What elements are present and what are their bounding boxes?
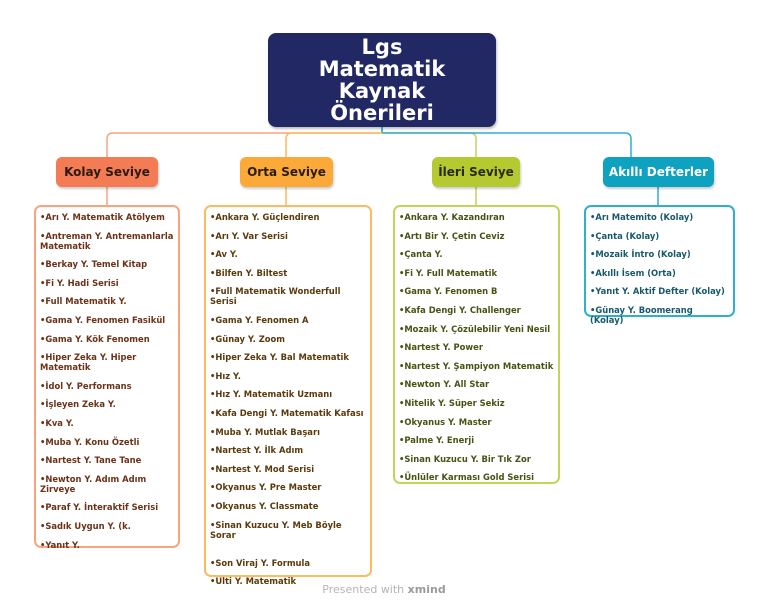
list-item[interactable]: •Newton Y. Adım Adım Zirveye (40, 473, 147, 494)
list-item[interactable]: •Kafa Dengi Y. Challenger (399, 304, 521, 315)
list-item[interactable]: •Yanıt Y. Aktif Defter (Kolay) (590, 286, 725, 297)
branch-kolay-seviye[interactable]: Kolay Seviye (56, 157, 158, 187)
branch-label: Kolay Seviye (64, 165, 150, 179)
footer-text: Presented with (322, 583, 405, 596)
list-item[interactable]: •Gama Y. Fenomen Fasikül (40, 314, 166, 325)
list-item[interactable]: •Palme Y. Enerji (399, 435, 475, 446)
list-item[interactable]: •Full Matematik Wonderfull Serisi (210, 286, 341, 307)
branch-label: Akıllı Defterler (608, 165, 709, 179)
list-item[interactable]: •Arı Y. Var Serisi (210, 230, 288, 241)
branch-orta-seviye[interactable]: Orta Seviye (240, 157, 333, 187)
list-item[interactable]: •Av Y. (210, 249, 238, 260)
kolay-seviye-list[interactable]: •Arı Y. Matematik Atölyem •Antreman Y. An… (34, 205, 180, 550)
list-item[interactable]: •Okyanus Y. Classmate (210, 500, 319, 511)
footer: Presented with xmind (0, 583, 768, 596)
list-item[interactable]: •Hiper Zeka Y. Hiper Matematik (40, 352, 137, 373)
list-item[interactable]: •Nartest Y. Tane Tane (40, 455, 142, 466)
xmind-logo: xmind (407, 583, 446, 596)
list-item[interactable]: •Hız Y. (210, 370, 241, 381)
list-item[interactable]: •Sinan Kuzucu Y. Bir Tık Zor (399, 453, 531, 464)
list-item[interactable]: •Günay Y. Zoom (210, 333, 285, 344)
branch-ileri-seviye[interactable]: İleri Seviye (432, 157, 520, 187)
list-item[interactable]: •Nartest Y. İlk Adım (210, 445, 304, 456)
list-item[interactable]: •İşleyen Zeka Y. (40, 399, 116, 410)
list-item[interactable]: •Yanıt Y. (40, 539, 80, 550)
list-item[interactable]: •Ankara Y. Güçlendiren (210, 212, 320, 222)
list-item[interactable]: •İdol Y. Performans (40, 380, 132, 391)
list-item[interactable]: •Kafa Dengi Y. Matematik Kafası (210, 407, 364, 418)
list-item[interactable]: •Antreman Y. Antremanlarla Matematik (40, 230, 174, 251)
list-item[interactable]: •Arı Matemito (Kolay) (590, 212, 694, 222)
list-item[interactable]: •Arı Y. Matematik Atölyem (40, 212, 165, 222)
branch-label: Orta Seviye (247, 165, 326, 179)
list-item[interactable]: •Okyanus Y. Master (399, 416, 492, 427)
list-item[interactable]: •Nartest Y. Şampiyon Matematik (399, 360, 554, 371)
list-item[interactable]: •Muba Y. Konu Özetli (40, 436, 140, 447)
root-title: Lgs Matematik Kaynak Önerileri (318, 35, 446, 125)
list-item[interactable]: •Hiper Zeka Y. Bal Matematik (210, 352, 349, 363)
list-item[interactable]: •Sadık Uygun Y. (k. (40, 520, 131, 531)
list-item[interactable]: •Son Viraj Y. Formula (210, 557, 311, 568)
list-item[interactable]: •Gama Y. Kök Fenomen (40, 333, 150, 344)
branch-label: İleri Seviye (438, 165, 514, 179)
list-item[interactable]: •Mozaik İntro (Kolay) (590, 249, 691, 260)
list-item[interactable]: •Artı Bir Y. Çetin Ceviz (399, 230, 505, 241)
list-item[interactable]: •Nitelik Y. Süper Sekiz (399, 397, 505, 408)
list-item[interactable]: •Fi Y. Full Matematik (399, 267, 498, 278)
list-item[interactable]: •Ulti Y. Matematik (210, 576, 297, 587)
list-item[interactable]: •Paraf Y. İnteraktif Serisi (40, 502, 159, 513)
list-item[interactable]: •Full Matematik Y. (40, 296, 127, 307)
list-item[interactable]: •Nartest Y. Mod Serisi (210, 463, 315, 474)
list-item[interactable]: •Ankara Y. Kazandıran (399, 212, 505, 222)
list-item[interactable]: •Mozaik Y. Çözülebilir Yeni Nesil (399, 323, 551, 334)
list-item[interactable]: •Berkay Y. Temel Kitap (40, 259, 148, 270)
orta-seviye-list[interactable]: •Ankara Y. Güçlendiren •Arı Y. Var Serisi… (204, 205, 372, 586)
ileri-seviye-list[interactable]: •Ankara Y. Kazandıran •Artı Bir Y. Çetin … (393, 205, 560, 484)
list-item[interactable]: •Bilfen Y. Biltest (210, 267, 288, 278)
list-item[interactable]: •Hız Y. Matematik Uzmanı (210, 389, 333, 400)
list-item[interactable]: •Çanta (Kolay) (590, 230, 660, 241)
list-item[interactable]: •Fi Y. Hadi Serisi (40, 277, 119, 288)
list-item[interactable]: •Nartest Y. Power (399, 342, 483, 353)
akilli-defterler-list[interactable]: •Arı Matemito (Kolay) •Çanta (Kolay) •Moza… (584, 205, 735, 325)
list-item[interactable]: •Gama Y. Fenomen B (399, 286, 498, 297)
list-item[interactable]: •Ünlüler Karması Gold Serisi (399, 472, 534, 483)
list-item[interactable]: •Kva Y. (40, 417, 74, 428)
list-item[interactable]: •Newton Y. All Star (399, 379, 490, 390)
list-item[interactable]: •Muba Y. Mutlak Başarı (210, 426, 320, 437)
list-item[interactable]: •Sinan Kuzucu Y. Meb Böyle Sorar (210, 519, 342, 540)
branch-akilli-defterler[interactable]: Akıllı Defterler (603, 157, 714, 187)
list-item[interactable]: •Okyanus Y. Pre Master (210, 482, 322, 493)
list-item[interactable]: •Günay Y. Boomerang (Kolay) (590, 304, 693, 325)
list-item[interactable]: •Gama Y. Fenomen A (210, 314, 309, 325)
root-topic[interactable]: Lgs Matematik Kaynak Önerileri (268, 33, 496, 127)
list-item[interactable]: •Çanta Y. (399, 249, 443, 260)
list-item[interactable]: •Akıllı İsem (Orta) (590, 267, 676, 278)
